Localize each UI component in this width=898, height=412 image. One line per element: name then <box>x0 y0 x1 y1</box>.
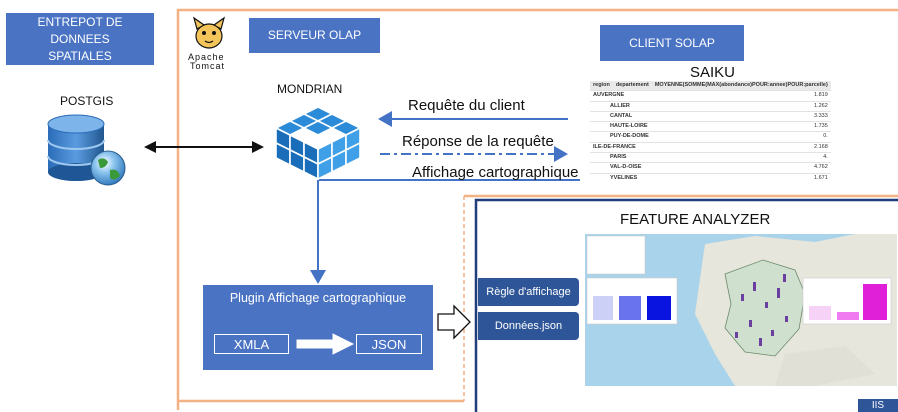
map-icon <box>585 234 897 386</box>
corner-text: IIS <box>871 400 885 411</box>
mondrian-cube-icon <box>274 106 362 181</box>
saiku-header-region: region <box>590 81 613 91</box>
plugin-box: Plugin Affichage cartographique XMLA JSO… <box>203 285 433 370</box>
serveur-frame <box>176 8 898 410</box>
postgis-label: POSTGIS <box>60 94 114 108</box>
tomcat-logo-icon <box>192 16 226 49</box>
saiku-header-measure: MOYENNE(SOMME(MAX(abondance)POUR:annee)P… <box>651 81 831 91</box>
saiku-header-row: region departement MOYENNE(SOMME(MAX(abo… <box>590 81 831 91</box>
mondrian-label: MONDRIAN <box>277 82 343 96</box>
saiku-title: SAIKU <box>690 64 736 81</box>
xmla-label: XMLA <box>233 336 270 352</box>
requete-label: Requête du client <box>408 97 525 114</box>
tag-regle-affichage: Règle d'affichage <box>478 278 579 306</box>
entrepot-box: ENTREPOT DE DONNEES SPATIALES <box>6 13 154 65</box>
tag-regle-label: Règle d'affichage <box>486 286 571 298</box>
json-box: JSON <box>356 334 422 354</box>
database-globe-icon <box>47 114 126 186</box>
xmla-to-json-arrow <box>296 333 355 355</box>
serveur-box: SERVEUR OLAP <box>249 18 380 53</box>
xmla-box: XMLA <box>214 334 289 354</box>
tag-donnees-json: Données.json <box>478 312 579 340</box>
saiku-table: region departement MOYENNE(SOMME(MAX(abo… <box>590 81 831 183</box>
client-title: CLIENT SOLAP <box>629 35 715 50</box>
tag-donnees-label: Données.json <box>494 320 563 332</box>
serveur-title: SERVEUR OLAP <box>267 28 362 42</box>
corner-badge: IIS <box>858 399 898 412</box>
reponse-label: Réponse de la requête <box>402 133 554 150</box>
affichage-label: Affichage cartographique <box>412 164 579 181</box>
client-box: CLIENT SOLAP <box>600 25 744 61</box>
entrepot-title: ENTREPOT DE DONNEES SPATIALES <box>37 14 123 63</box>
json-label: JSON <box>371 336 407 352</box>
feature-frame <box>474 198 898 412</box>
feature-title: FEATURE ANALYZER <box>620 211 771 228</box>
affichage-arrow <box>310 179 580 284</box>
hollow-arrow <box>437 304 471 340</box>
tomcat-line2: Tomcat <box>190 61 226 71</box>
tomcat-line1: Apache <box>188 52 225 62</box>
plugin-title: Plugin Affichage cartographique <box>229 291 407 305</box>
saiku-header-departement: departement <box>612 81 652 91</box>
